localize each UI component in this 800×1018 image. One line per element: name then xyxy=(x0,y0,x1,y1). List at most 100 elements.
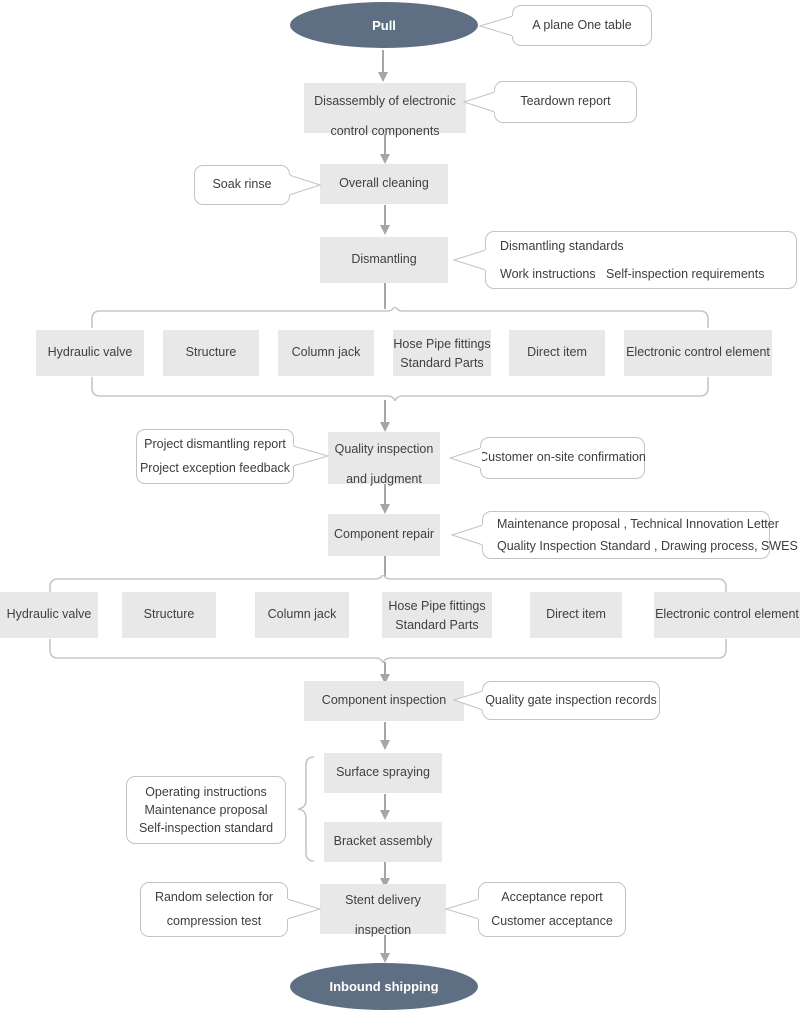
part-label-line2: Standard Parts xyxy=(395,617,479,632)
callout-line: Acceptance report xyxy=(501,890,603,905)
arrow-dismantling-to-parts xyxy=(384,283,386,309)
step-disassembly-line1: Disassembly of electronic xyxy=(314,94,456,108)
part-label: Structure xyxy=(185,345,237,360)
callout-acceptance-report[interactable]: Acceptance report Customer acceptance xyxy=(478,882,626,937)
step-component-repair[interactable]: Component repair xyxy=(328,514,440,556)
part-row2-structure[interactable]: Structure xyxy=(122,592,216,638)
step-quality-inspection-line1: Quality inspection xyxy=(334,442,434,456)
callout-dismantling-standards[interactable]: Dismantling standards Work instructions … xyxy=(485,231,797,289)
step-quality-inspection-line2: and judgment xyxy=(346,472,422,487)
callout-random-selection[interactable]: Random selection for compression test xyxy=(140,882,288,937)
callout-line: Teardown report xyxy=(520,94,611,109)
part-label: Electronic control element xyxy=(655,607,799,622)
part-row1-hydraulic-valve[interactable]: Hydraulic valve xyxy=(36,330,144,376)
bracket-parts-row-one-top xyxy=(91,307,709,328)
callout-line: Soak rinse xyxy=(212,177,272,192)
arrow-start-to-disassembly xyxy=(378,50,388,82)
callout-tail-random-selection xyxy=(286,898,322,920)
callout-tail-teardown-report xyxy=(462,91,496,113)
step-stent-delivery-line1: Stent delivery xyxy=(345,893,421,907)
callout-line: Project exception feedback xyxy=(139,460,291,475)
part-label-line2: Standard Parts xyxy=(400,355,484,370)
callout-tail-customer-onsite xyxy=(448,447,482,469)
part-label: Structure xyxy=(143,607,195,622)
arrow-repair-to-parts-row-two xyxy=(384,556,386,577)
callout-tail-a-plane-one-table xyxy=(478,15,514,37)
part-label: Hydraulic valve xyxy=(6,607,92,622)
part-row1-structure[interactable]: Structure xyxy=(163,330,259,376)
step-dismantling-label: Dismantling xyxy=(351,252,417,267)
callout-line: Maintenance proposal xyxy=(144,802,268,817)
callout-line: Quality gate inspection records xyxy=(485,692,657,707)
part-row1-electronic-control-element[interactable]: Electronic control element xyxy=(624,330,772,376)
callout-tail-project-reports xyxy=(292,445,330,467)
step-disassembly-line2: control components xyxy=(330,124,440,139)
part-row1-direct-item[interactable]: Direct item xyxy=(509,330,605,376)
callout-soak-rinse[interactable]: Soak rinse xyxy=(194,165,290,205)
callout-line: Operating instructions xyxy=(145,784,267,799)
step-bracket-assembly-label: Bracket assembly xyxy=(333,834,433,849)
part-row2-hydraulic-valve[interactable]: Hydraulic valve xyxy=(0,592,98,638)
step-surface-spraying-label: Surface spraying xyxy=(336,765,430,780)
arrow-parts-to-quality-inspection xyxy=(380,400,390,432)
start-terminator[interactable]: Pull xyxy=(290,2,478,48)
part-row2-hose-pipe-fittings[interactable]: Hose Pipe fittings Standard Parts xyxy=(382,592,492,638)
part-label: Column jack xyxy=(291,345,361,360)
part-label: Direct item xyxy=(546,607,606,622)
callout-customer-onsite-confirmation[interactable]: Customer on-site confirmation xyxy=(479,437,646,479)
callout-tail-soak-rinse xyxy=(288,174,322,196)
callout-line: Random selection for xyxy=(154,890,274,905)
arrow-quality-to-component-repair xyxy=(380,484,390,514)
callout-repair-standards[interactable]: Maintenance proposal , Technical Innovat… xyxy=(482,511,798,559)
arrow-disassembly-to-cleaning xyxy=(380,134,390,164)
callout-line: Customer acceptance xyxy=(491,913,613,928)
callout-teardown-report[interactable]: Teardown report xyxy=(494,81,637,123)
arrow-cleaning-to-dismantling xyxy=(380,205,390,235)
step-component-inspection[interactable]: Component inspection xyxy=(304,681,464,721)
callout-line: A plane One table xyxy=(532,17,632,32)
callout-line: Customer on-site confirmation xyxy=(479,450,646,465)
callout-line: Work instructions Self-inspection requir… xyxy=(500,267,765,281)
callout-line: compression test xyxy=(166,913,262,928)
step-component-repair-label: Component repair xyxy=(333,527,435,542)
step-quality-inspection[interactable]: Quality inspection and judgment xyxy=(328,432,440,487)
step-overall-cleaning-label: Overall cleaning xyxy=(339,176,429,191)
part-row1-hose-pipe-fittings[interactable]: Hose Pipe fittings Standard Parts xyxy=(393,330,491,376)
callout-line: Dismantling standards xyxy=(500,238,624,253)
part-label: Electronic control element xyxy=(626,345,770,360)
part-row1-column-jack[interactable]: Column jack xyxy=(278,330,374,376)
part-label: Hydraulic valve xyxy=(47,345,133,360)
part-label: Direct item xyxy=(527,345,587,360)
bracket-parts-row-two-bottom xyxy=(49,639,727,663)
part-label-line1: Hose Pipe fittings xyxy=(388,599,486,613)
step-disassembly[interactable]: Disassembly of electronic control compon… xyxy=(304,83,466,138)
callout-operating-instructions[interactable]: Operating instructions Maintenance propo… xyxy=(126,776,286,844)
step-overall-cleaning[interactable]: Overall cleaning xyxy=(320,164,448,204)
start-terminator-label: Pull xyxy=(372,17,396,33)
bracket-parts-row-one-bottom xyxy=(91,377,709,401)
curly-brace-spraying-group xyxy=(297,756,315,862)
part-label-line1: Hose Pipe fittings xyxy=(393,337,491,351)
callout-line: Quality Inspection Standard , Drawing pr… xyxy=(497,539,798,553)
callout-line: Project dismantling report xyxy=(144,437,286,452)
part-label: Column jack xyxy=(267,607,337,622)
callout-tail-acceptance-report xyxy=(444,898,480,920)
end-terminator[interactable]: Inbound shipping xyxy=(290,963,478,1010)
part-row2-column-jack[interactable]: Column jack xyxy=(255,592,349,638)
step-dismantling[interactable]: Dismantling xyxy=(320,237,448,283)
callout-tail-dismantling-standards xyxy=(452,249,487,271)
callout-tail-repair-standards xyxy=(450,524,484,546)
callout-line: Self-inspection standard xyxy=(138,821,274,836)
part-row2-electronic-control-element[interactable]: Electronic control element xyxy=(654,592,800,638)
callout-a-plane-one-table[interactable]: A plane One table xyxy=(512,5,652,46)
end-terminator-label: Inbound shipping xyxy=(329,979,439,994)
step-bracket-assembly[interactable]: Bracket assembly xyxy=(324,822,442,862)
step-stent-delivery-inspection[interactable]: Stent delivery inspection xyxy=(320,884,446,937)
callout-quality-gate-records[interactable]: Quality gate inspection records xyxy=(482,681,660,720)
part-row2-direct-item[interactable]: Direct item xyxy=(530,592,622,638)
arrow-spraying-to-bracket-assembly xyxy=(380,794,390,820)
callout-project-reports[interactable]: Project dismantling report Project excep… xyxy=(136,429,294,484)
step-surface-spraying[interactable]: Surface spraying xyxy=(324,753,442,793)
step-component-inspection-label: Component inspection xyxy=(321,693,447,708)
